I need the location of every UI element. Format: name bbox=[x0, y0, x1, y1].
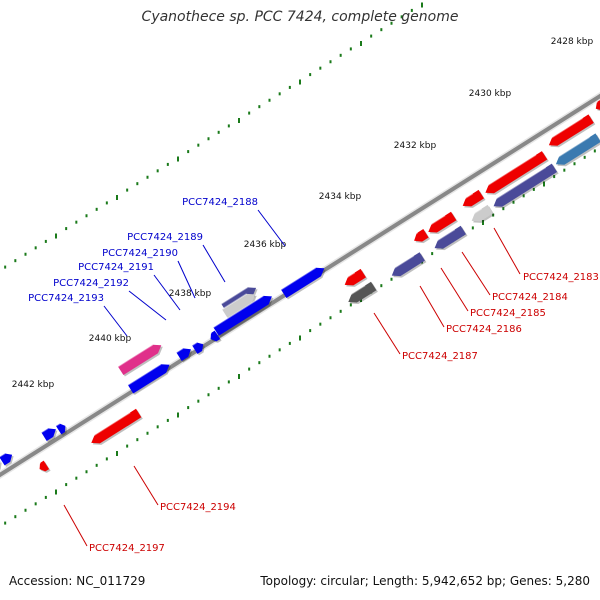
gene-arrow bbox=[459, 189, 486, 208]
tick-label: 2428 kbp bbox=[551, 37, 594, 47]
gene-label: PCC7424_2192 bbox=[53, 278, 129, 289]
tick-label: 2436 kbp bbox=[244, 240, 287, 250]
gene-arrow bbox=[490, 163, 559, 209]
topology-text: Topology: circular; Length: 5,942,652 bp… bbox=[260, 574, 590, 588]
gene-label: PCC7424_2188 bbox=[182, 197, 258, 208]
gene-labels: PCC7424_2183PCC7424_2184PCC7424_2185PCC7… bbox=[28, 197, 599, 554]
gene-label-leader bbox=[128, 290, 167, 321]
gene-arrow bbox=[545, 114, 596, 148]
gene-arrow bbox=[552, 133, 600, 167]
map-title: Cyanothece sp. PCC 7424, complete genome bbox=[141, 9, 459, 25]
gene-arrow bbox=[36, 460, 51, 473]
gene-label-leader bbox=[202, 244, 226, 283]
gene-arrow bbox=[41, 427, 58, 443]
gene-label-leader bbox=[419, 285, 445, 328]
gene-label: PCC7424_2183 bbox=[523, 272, 599, 283]
gene-arrow bbox=[468, 204, 495, 223]
gene-label: PCC7424_2187 bbox=[402, 351, 478, 362]
gene-arrow bbox=[221, 293, 257, 320]
gene-label-leader bbox=[493, 227, 521, 275]
gene-label: PCC7424_2184 bbox=[492, 292, 568, 303]
gene-arrow bbox=[280, 267, 326, 300]
gene-label-leader bbox=[153, 274, 181, 311]
gene-label: PCC7424_2186 bbox=[446, 324, 522, 335]
gene-arrow bbox=[482, 151, 549, 195]
gene-arrow bbox=[0, 452, 14, 467]
gene-arrow bbox=[117, 344, 163, 377]
gene-label: PCC7424_2191 bbox=[78, 262, 154, 273]
gene-label-leader bbox=[373, 312, 401, 355]
gene-arrow bbox=[345, 281, 378, 304]
gene-label-leader bbox=[63, 504, 88, 547]
gene-label: PCC7424_2194 bbox=[160, 502, 236, 513]
gene-label-leader bbox=[440, 267, 469, 312]
gene-label: PCC7424_2185 bbox=[470, 308, 546, 319]
gene-arrow bbox=[207, 330, 222, 343]
gene-arrow bbox=[88, 408, 143, 445]
gene-label-leaders bbox=[63, 209, 521, 547]
tick-label: 2432 kbp bbox=[394, 141, 437, 151]
gene-label: PCC7424_2189 bbox=[127, 232, 203, 243]
gene-arrow bbox=[431, 225, 468, 251]
tick-label: 2434 kbp bbox=[319, 192, 362, 202]
gene-arrow bbox=[341, 268, 368, 287]
tick-label: 2440 kbp bbox=[89, 334, 132, 344]
gene-arrow bbox=[176, 347, 193, 363]
gene-arrow bbox=[411, 229, 431, 244]
gene-arrow bbox=[592, 100, 600, 111]
gene-arrow bbox=[0, 461, 2, 470]
accession-text: Accession: NC_011729 bbox=[9, 574, 146, 588]
tick-label: 2442 kbp bbox=[12, 380, 55, 390]
gene-arrow bbox=[425, 211, 458, 234]
gene-arrow bbox=[388, 252, 427, 278]
tick-labels: 2428 kbp 2430 kbp 2432 kbp 2434 kbp 2436 kbp… bbox=[12, 37, 594, 390]
gene-label-leader bbox=[177, 260, 196, 299]
gene-label: PCC7424_2197 bbox=[89, 543, 165, 554]
gene-label-leader bbox=[103, 305, 128, 337]
tick-label: 2438 kbp bbox=[169, 289, 212, 299]
gene-arrow bbox=[213, 295, 274, 338]
gene-label: PCC7424_2190 bbox=[102, 248, 178, 259]
gene-label-leader bbox=[257, 209, 286, 247]
tick-label: 2430 kbp bbox=[469, 89, 512, 99]
gene-label-leader bbox=[461, 251, 491, 296]
gene-label-leader bbox=[133, 465, 159, 506]
gene-arrow bbox=[55, 422, 67, 436]
gene-label: PCC7424_2193 bbox=[28, 293, 104, 304]
gene-features bbox=[0, 100, 600, 473]
gene-arrow bbox=[191, 341, 205, 356]
gene-arrow bbox=[127, 363, 171, 395]
